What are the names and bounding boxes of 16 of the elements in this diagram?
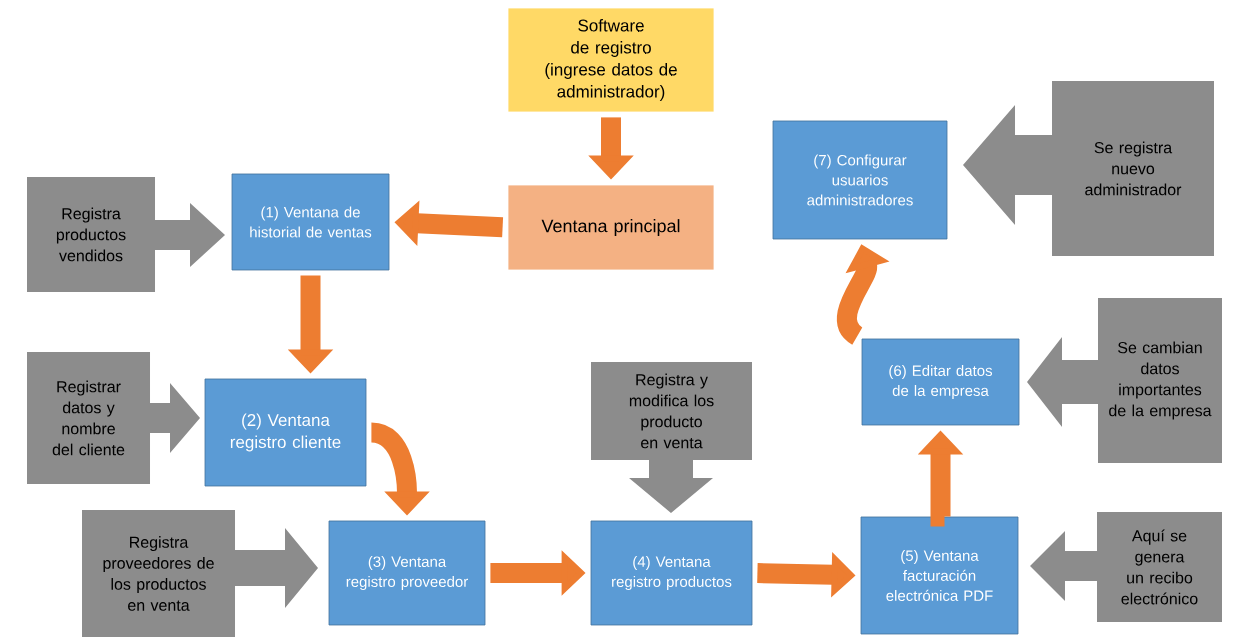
arrow-callout: Aquí se genera un recibo electrónico xyxy=(1030,512,1222,622)
main-window-box: Ventana principal xyxy=(507,184,715,271)
window-box: (7) Configurar usuarios administradores xyxy=(772,120,948,240)
window-box: (4) Ventana registro productos xyxy=(590,520,753,626)
arrow-callout: Se registra nuevo administrador xyxy=(963,81,1214,256)
arrow-callout: Registra proveedores de los productos en venta xyxy=(82,510,318,637)
window-box: (5) Ventana facturación electrónica PDF xyxy=(860,516,1019,635)
software-box: Software de registro (ingrese datos de administrador) xyxy=(507,7,715,113)
arrow-callout: Se cambian datos importantes de la empresa xyxy=(1027,298,1222,463)
window-box: (2) Ventana registro cliente xyxy=(204,378,367,487)
arrow-callout: Registra productos vendidos xyxy=(27,177,225,292)
window-box: (1) Ventana de historial de ventas xyxy=(231,173,390,271)
window-box: (6) Editar datos de la empresa xyxy=(861,338,1020,426)
window-box: (3) Ventana registro proveedor xyxy=(328,520,486,626)
arrow-callout: Registra y modifica los producto en venta xyxy=(591,362,752,513)
arrow-callout: Registrar datos y nombre del cliente xyxy=(27,352,200,484)
